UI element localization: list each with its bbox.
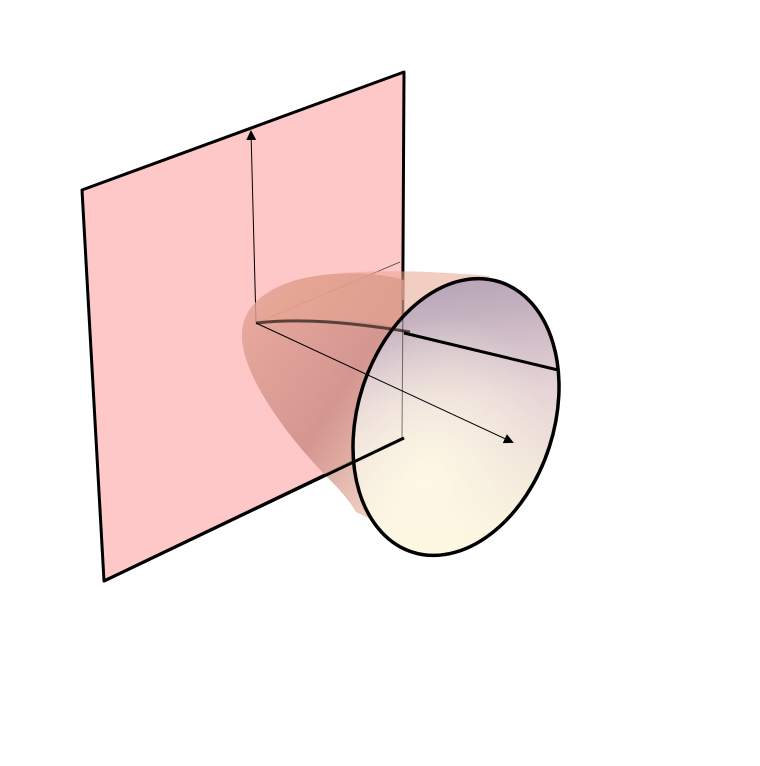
- plane-lower-edge: [103, 436, 405, 583]
- inner-glow: [352, 278, 560, 556]
- plane-right-edge-hidden: [401, 299, 404, 439]
- plane-lower-edge-overlap: [355, 437, 403, 461]
- horizontal-axis-arrow: [255, 322, 514, 444]
- vertical-axis-arrow: [246, 130, 257, 324]
- paraboloid-rim: [351, 276, 561, 558]
- profile-curve: [255, 319, 411, 334]
- rim-radius-line: [403, 331, 559, 372]
